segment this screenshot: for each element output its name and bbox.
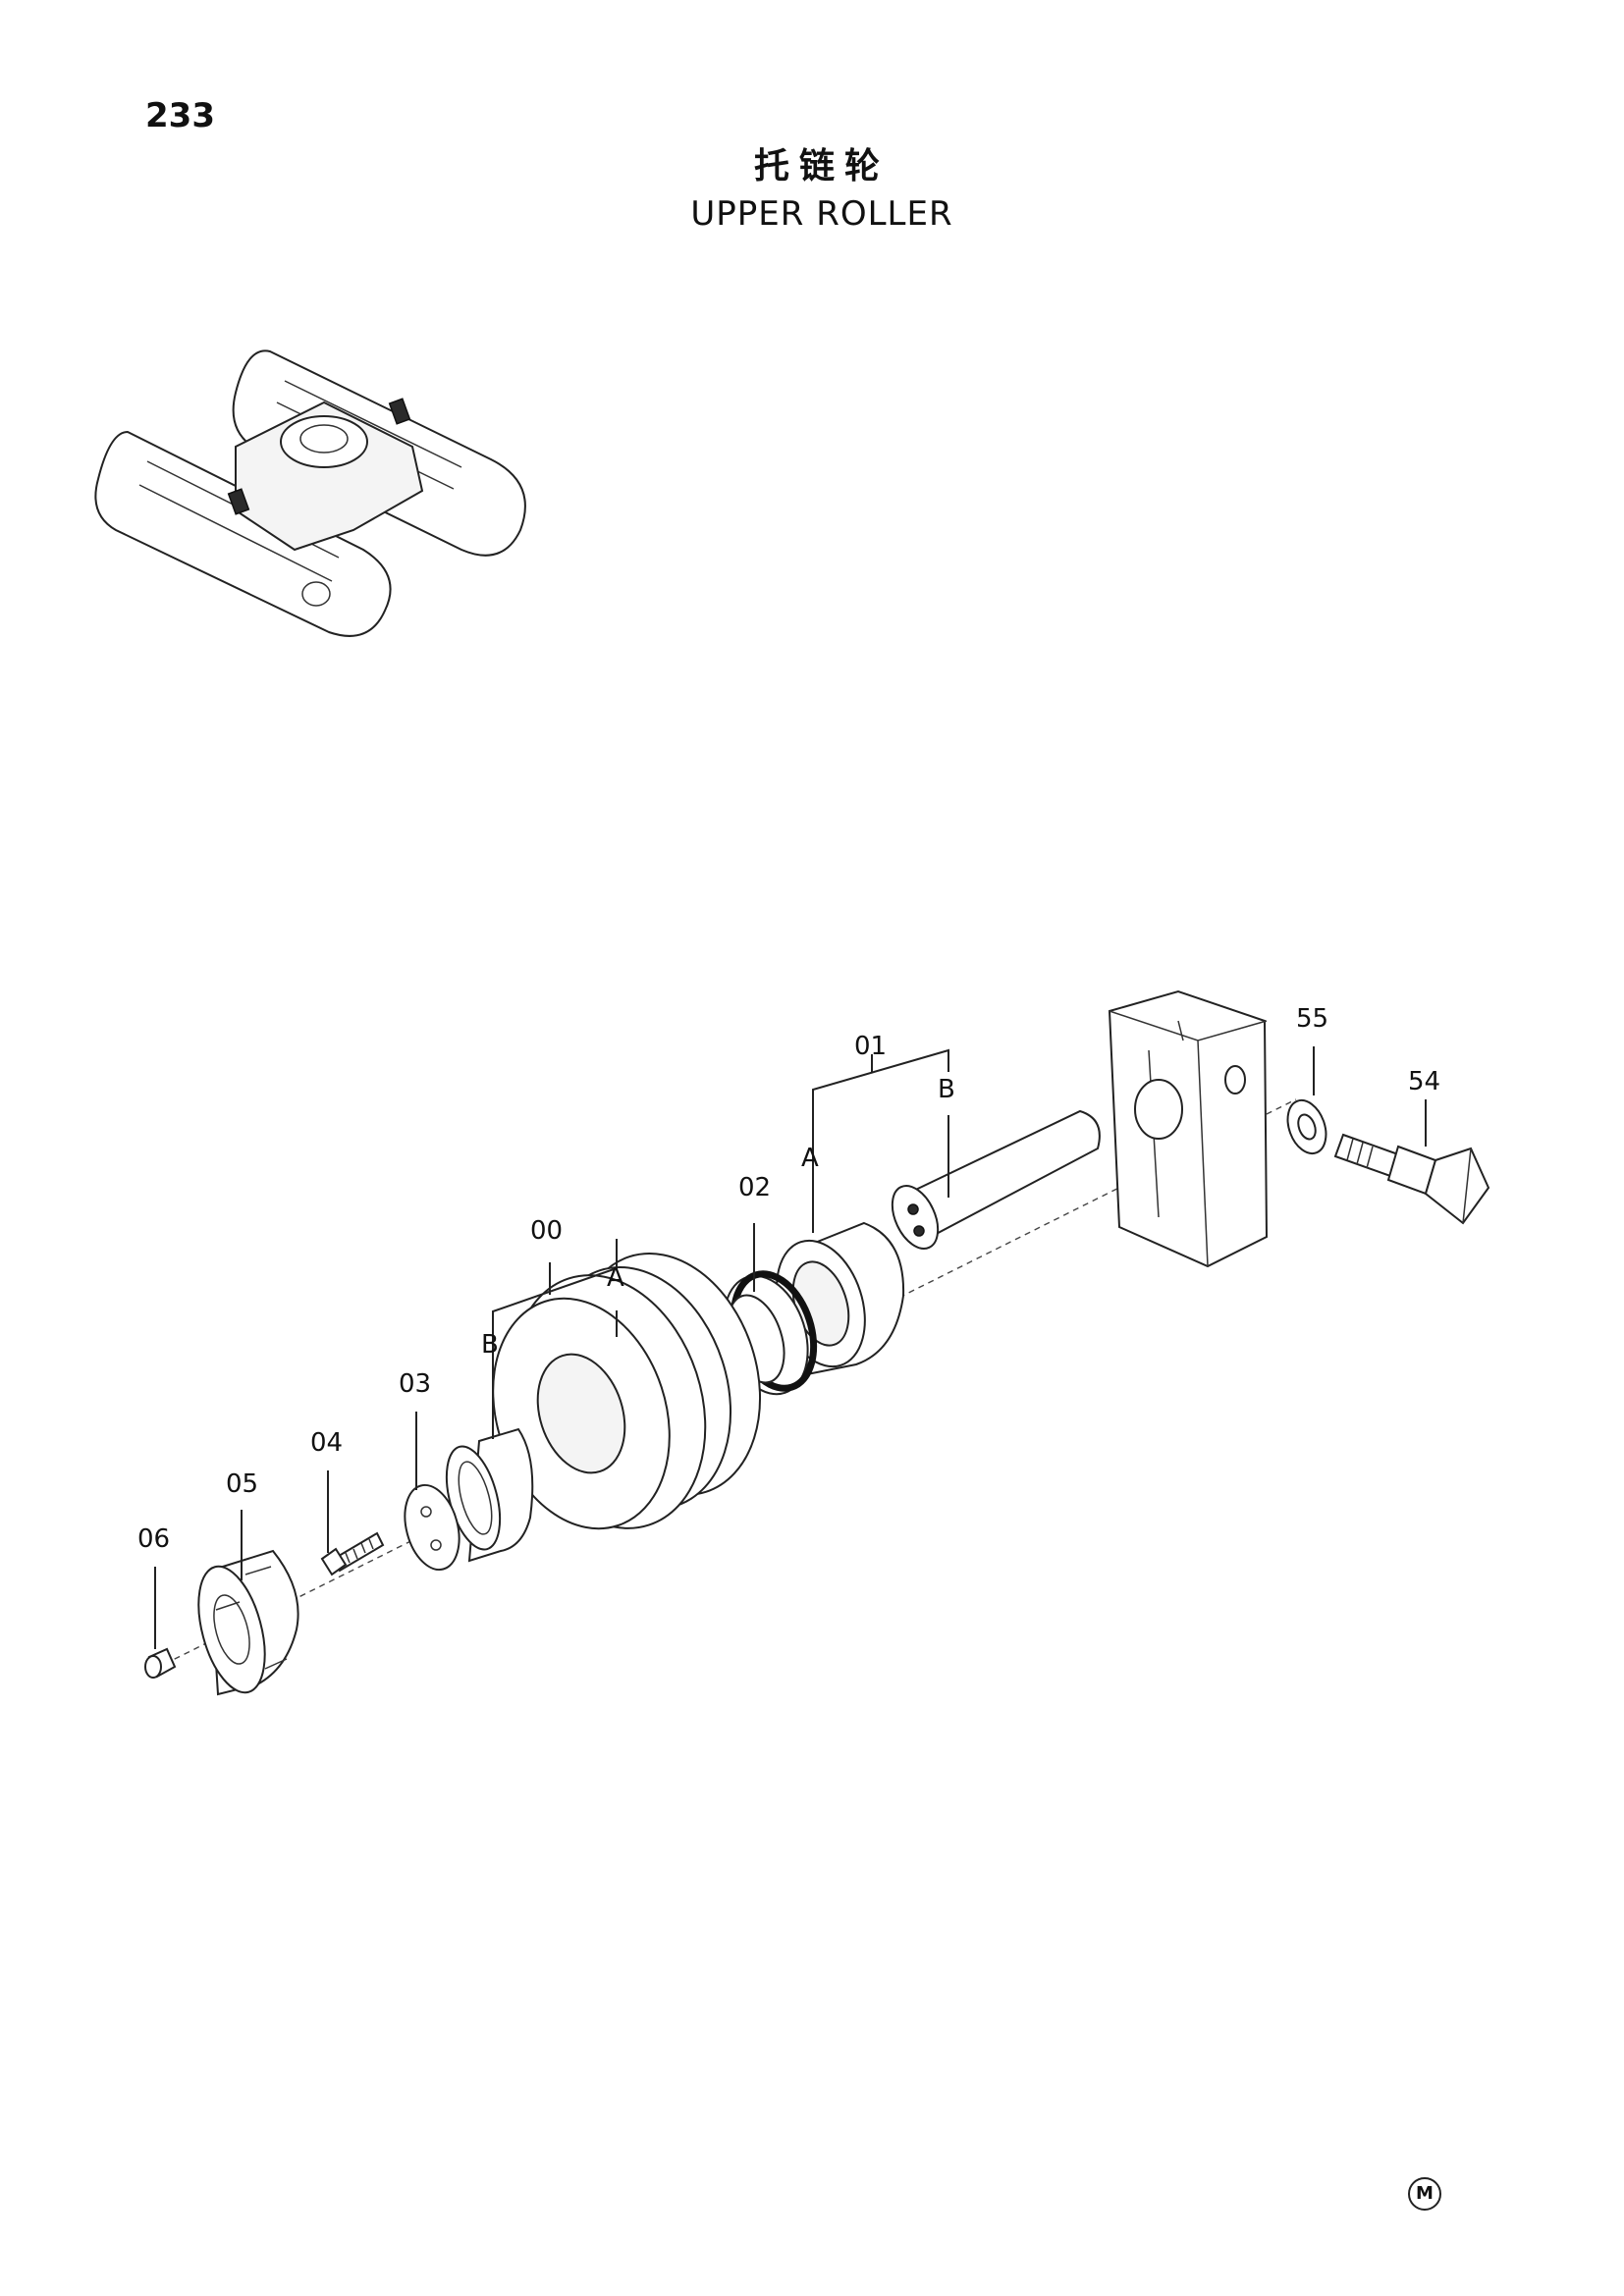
callout-a-shaft: A [801, 1144, 819, 1173]
roller-shaft [891, 1109, 1101, 1250]
plug [144, 1647, 177, 1679]
small-bolt [320, 1531, 385, 1576]
callout-01: 01 [854, 1032, 887, 1061]
callout-54: 54 [1408, 1067, 1440, 1096]
title-chinese: 托链轮 [753, 146, 890, 187]
end-cover [197, 1549, 299, 1696]
manufacturer-mark: M [1408, 2177, 1441, 2211]
hex-bolt [1333, 1133, 1490, 1225]
callout-a-roller: A [607, 1263, 624, 1293]
thrust-plate [404, 1483, 460, 1572]
undercarriage-overview-illustration [94, 349, 526, 637]
callout-00: 00 [530, 1216, 563, 1246]
callout-06: 06 [137, 1524, 170, 1554]
callout-03: 03 [399, 1369, 431, 1399]
title-english: UPPER ROLLER [690, 194, 953, 234]
callout-04: 04 [310, 1428, 343, 1458]
washer [1286, 1098, 1327, 1155]
roller-assembly-illustration: 00 A B 01 B A 02 03 04 05 06 55 54 [137, 989, 1490, 1696]
roller-bushing [445, 1427, 534, 1563]
roller-body [492, 1252, 762, 1530]
page-number: 233 [145, 96, 215, 135]
callout-55: 55 [1296, 1004, 1328, 1034]
callout-02: 02 [738, 1173, 771, 1202]
callout-05: 05 [226, 1469, 258, 1499]
callout-b-roller: B [481, 1330, 499, 1360]
support-bracket [1108, 989, 1269, 1268]
callout-b-shaft: B [938, 1075, 955, 1104]
